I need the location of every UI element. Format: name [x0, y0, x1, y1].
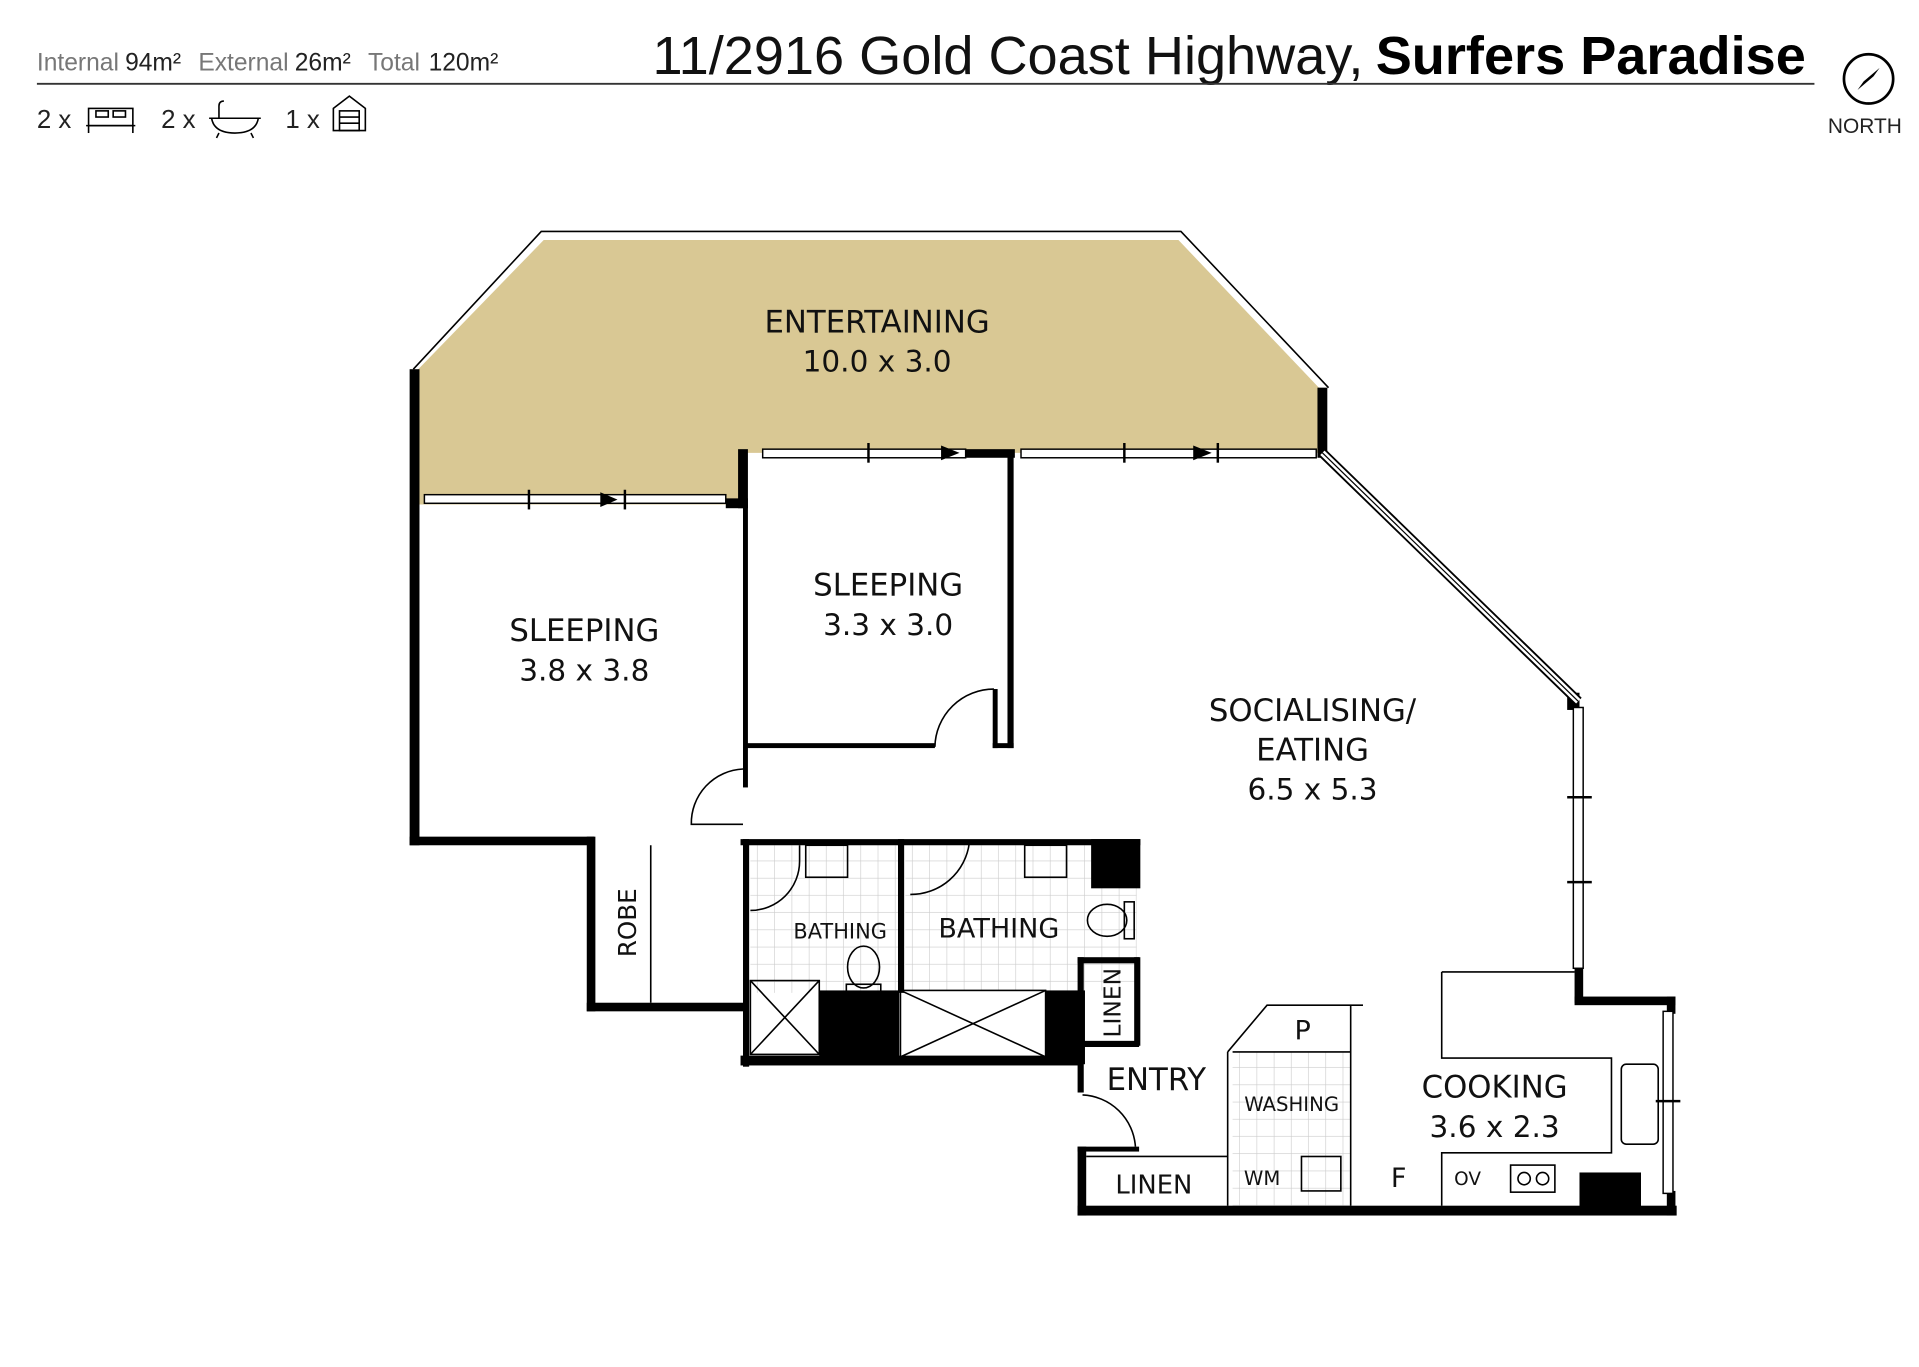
room-name-sleeping-1: SLEEPING — [509, 613, 659, 649]
room-name-cooking: COOKING — [1422, 1069, 1568, 1105]
fixtures — [804, 844, 1660, 1193]
ensuite-tiles — [750, 845, 898, 993]
room-dims-sleeping-2: 3.3 x 3.0 — [823, 608, 953, 642]
bathroom-count: 2 x — [161, 106, 196, 134]
bath-icon — [209, 100, 261, 139]
room-dims-cooking: 3.6 x 2.3 — [1430, 1110, 1560, 1144]
windows — [423, 443, 1681, 1195]
room-name-socialising: SOCIALISING/ — [1209, 693, 1417, 729]
toilet-icon — [1086, 901, 1135, 940]
laundry-tiles — [1232, 1051, 1351, 1206]
label-pantry: P — [1295, 1016, 1311, 1047]
label-washing-machine: WM — [1244, 1167, 1280, 1190]
label-fridge: F — [1391, 1163, 1407, 1194]
label-robe: ROBE — [613, 888, 642, 957]
label-washing: WASHING — [1244, 1093, 1339, 1116]
north-label: NORTH — [1828, 115, 1902, 138]
doors — [690, 688, 1137, 1147]
label-linen-vertical: LINEN — [1099, 968, 1127, 1038]
room-name-entertaining: ENTERTAINING — [764, 304, 989, 340]
bed-icon — [86, 107, 136, 134]
label-entry: ENTRY — [1107, 1062, 1207, 1098]
walls — [409, 369, 1677, 1216]
label-oven: OV — [1454, 1169, 1481, 1190]
room-dims-entertaining: 10.0 x 3.0 — [803, 345, 952, 379]
room-labels: ENTERTAINING 10.0 x 3.0 SLEEPING 3.8 x 3… — [509, 304, 1567, 1200]
label-bathing-ensuite: BATHING — [793, 920, 887, 944]
label-linen-entry: LINEN — [1115, 1170, 1192, 1200]
garage-icon — [332, 95, 367, 132]
room-name-sleeping-2: SLEEPING — [813, 568, 963, 604]
toilet-icon — [845, 945, 882, 995]
room-name-eating: EATING — [1256, 732, 1369, 768]
room-dims-socialising: 6.5 x 5.3 — [1247, 773, 1377, 807]
bathtub-icon — [899, 989, 1047, 1058]
bedroom-count: 2 x — [37, 106, 72, 134]
page-title: 11/2916 Gold Coast Highway,Surfers Parad… — [653, 26, 1806, 86]
entertaining-area — [418, 240, 1323, 505]
compass-icon — [1842, 52, 1895, 105]
balcony-edge — [412, 230, 1330, 389]
room-dims-sleeping-1: 3.8 x 3.8 — [519, 653, 649, 687]
partitions — [649, 845, 1613, 1206]
parking-count: 1 x — [285, 106, 320, 134]
shower-icon — [749, 979, 821, 1056]
label-bathing-main: BATHING — [938, 914, 1059, 945]
